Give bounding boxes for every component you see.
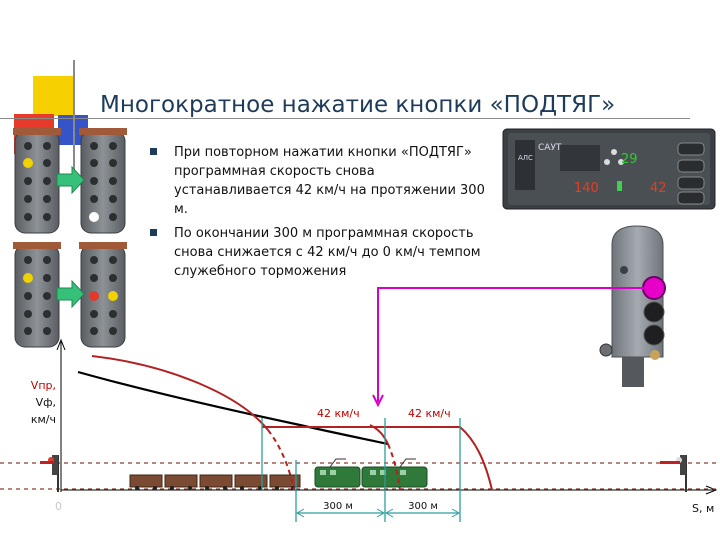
track-signal-left: [40, 455, 58, 492]
speed-label-2: 42 км/ч: [408, 407, 451, 420]
y-axis-label-line1: Vпр,: [31, 379, 56, 392]
loco-signal-top-right: [79, 128, 127, 233]
x-axis-label: S, м: [692, 502, 714, 515]
panel-brand: САУТ: [538, 143, 562, 153]
panel-readout-green: 29: [621, 152, 638, 167]
panel-indicator: [617, 181, 622, 191]
y-axis-label-line3: км/ч: [31, 413, 56, 426]
podtyag-button-box: [600, 226, 665, 387]
origin-label: 0: [55, 500, 62, 513]
distance-label-1: 300 м: [323, 501, 353, 512]
freight-wagons: [130, 475, 300, 490]
saut-panel: САУТ АЛС 29 140 42: [503, 129, 715, 209]
loco-signal-bottom-right: [79, 242, 127, 347]
podtyag-button-pressed[interactable]: [643, 277, 665, 299]
panel-abbr: АЛС: [518, 154, 533, 162]
speed-label-1: 42 км/ч: [317, 407, 360, 420]
panel-readout-right: 42: [650, 181, 667, 196]
arrow-right-icon: [57, 167, 84, 193]
box-button-2[interactable]: [644, 302, 664, 322]
panel-readout-left: 140: [574, 181, 599, 196]
program-speed-curve-1: [92, 356, 268, 430]
box-button-3[interactable]: [644, 325, 664, 345]
y-axis-label-line2: Vф,: [36, 396, 56, 409]
loco-signal-top-left: [13, 128, 61, 233]
program-speed-curve-3: [460, 427, 492, 490]
track-signal-right: [660, 455, 686, 492]
arrow-right-icon: [57, 281, 84, 307]
distance-label-2: 300 м: [408, 501, 438, 512]
loco-signal-bottom-left: [13, 242, 61, 347]
